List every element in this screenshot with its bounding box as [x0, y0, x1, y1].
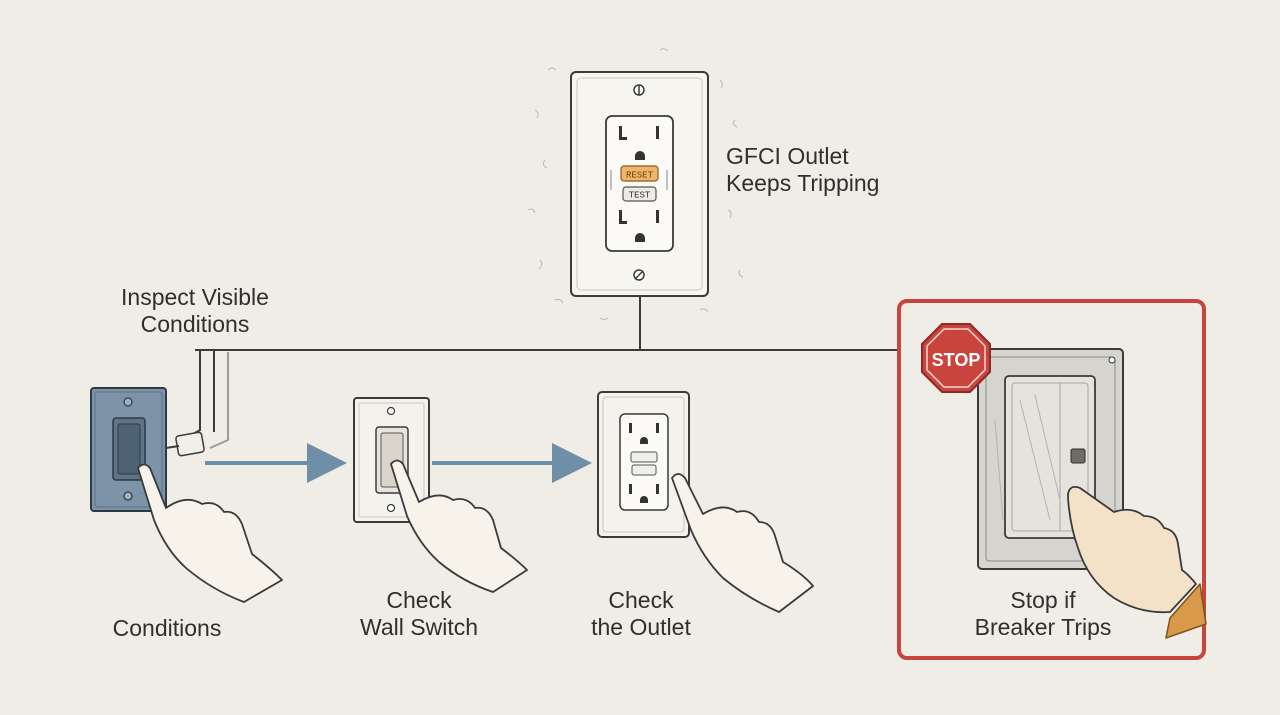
breaker-hand-sleeve-icon — [1165, 583, 1207, 639]
step-label-line-2: the Outlet — [591, 614, 691, 640]
step-label-line-1: Check — [386, 587, 452, 613]
step-conditions-label: Conditions — [92, 615, 242, 642]
outlet-check-icon — [597, 391, 690, 538]
step-label-line-1: Conditions — [112, 615, 222, 641]
heading-line-2: Conditions — [140, 311, 250, 337]
step-switch-label: Check Wall Switch — [339, 587, 499, 641]
hand-pointer-breaker-icon — [1067, 485, 1197, 614]
connector-lines — [189, 296, 900, 449]
step-outlet-label: Check the Outlet — [561, 587, 721, 641]
hand-icons — [137, 459, 1207, 639]
diagram-title: GFCI Outlet Keeps Tripping — [726, 143, 879, 197]
step-label-line-2: Wall Switch — [360, 614, 478, 640]
step-label-line-1: Check — [608, 587, 674, 613]
cable-wire-3 — [209, 352, 229, 449]
step-breaker-label: Stop if Breaker Trips — [953, 587, 1133, 641]
test-button-icon — [622, 186, 657, 202]
stop-sign-icon: STOP — [921, 323, 991, 393]
test-button-label: TEST — [629, 191, 651, 201]
hand-pointer-conditions-icon — [137, 463, 283, 603]
stop-sign-label: STOP — [932, 350, 981, 370]
step-conditions-heading: Inspect Visible Conditions — [100, 284, 290, 338]
step-label-line-2: Breaker Trips — [974, 614, 1112, 640]
hand-pointer-outlet-icon — [671, 473, 814, 613]
title-line-2: Keeps Tripping — [726, 170, 880, 196]
cable-wire-1 — [189, 350, 201, 437]
heading-line-1: Inspect Visible — [121, 284, 269, 310]
title-line-1: GFCI Outlet — [726, 143, 849, 169]
reset-button-label: RESET — [626, 171, 654, 181]
reset-button-icon — [620, 165, 659, 182]
gfci-outlet-main: RESET TEST — [527, 48, 744, 320]
wall-texture — [527, 48, 744, 320]
breaker-alert-frame — [897, 299, 1206, 660]
hand-pointer-switch-icon — [390, 459, 528, 593]
step-label-line-1: Stop if — [1010, 587, 1076, 613]
